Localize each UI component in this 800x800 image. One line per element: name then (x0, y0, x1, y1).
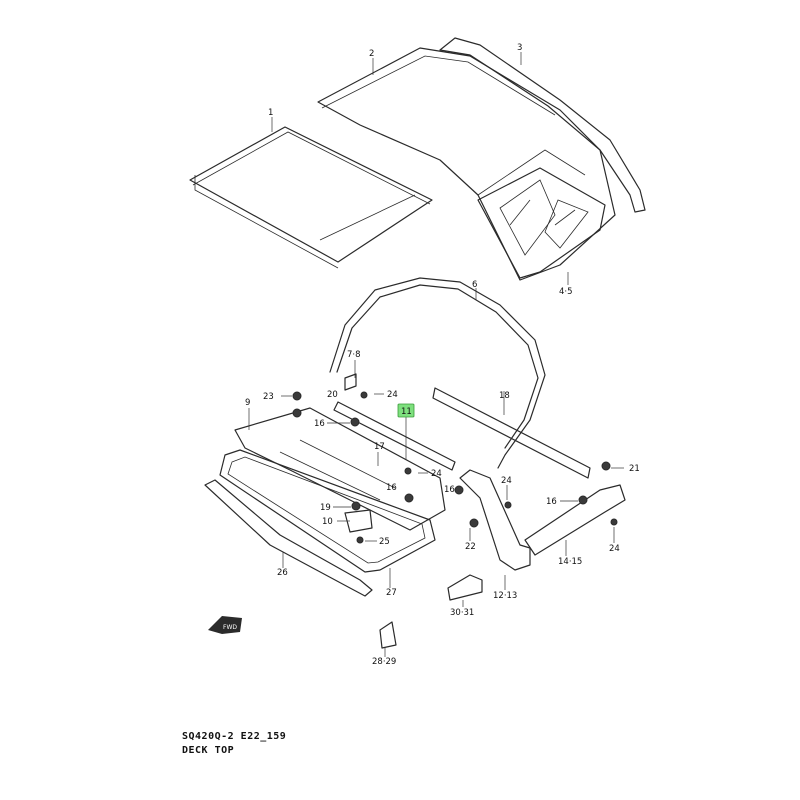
callout-3[interactable]: 3 (517, 43, 522, 53)
callout-25[interactable]: 25 (379, 537, 390, 547)
callout-12-13[interactable]: 12·13 (493, 591, 517, 601)
drip-rail (439, 37, 646, 213)
fwd-arrow-icon: FWD (208, 616, 242, 634)
callout-9[interactable]: 9 (245, 398, 250, 408)
callout-18[interactable]: 18 (499, 391, 510, 401)
rear-window (477, 167, 606, 279)
front-top-panel (189, 126, 433, 269)
callout-14-15[interactable]: 14·15 (558, 557, 582, 567)
rear-weatherstrip (432, 387, 591, 479)
callout-23[interactable]: 23 (263, 392, 274, 402)
callout-19[interactable]: 19 (320, 503, 331, 513)
callout-17[interactable]: 17 (374, 442, 385, 452)
diagram-title: DECK TOP (182, 745, 235, 756)
front-weatherstrip (204, 479, 373, 597)
callout-11[interactable]: 11 (401, 407, 412, 417)
windshield-seal-frame (219, 449, 436, 573)
callout-labels: 1 2 3 4·5 6 7·8 9 10 11 12·13 14·15 16 1… (245, 43, 640, 667)
diagram-code: SQ420Q-2 E22_159 (182, 731, 287, 742)
callout-22[interactable]: 22 (465, 542, 476, 552)
callout-24-d[interactable]: 24 (609, 544, 620, 554)
callout-1[interactable]: 1 (268, 108, 273, 118)
side-rail (459, 469, 531, 571)
callout-2[interactable]: 2 (369, 49, 374, 59)
callout-6[interactable]: 6 (472, 280, 477, 290)
leader-lines (248, 52, 624, 657)
callout-26[interactable]: 26 (277, 568, 288, 578)
callout-24-b[interactable]: 24 (431, 469, 442, 479)
callout-10[interactable]: 10 (322, 517, 333, 527)
callout-11-highlight[interactable] (397, 403, 415, 418)
front-header-rail (234, 407, 446, 531)
callout-21[interactable]: 21 (629, 464, 640, 474)
callout-30-31[interactable]: 30·31 (450, 608, 474, 618)
callout-27[interactable]: 27 (386, 588, 397, 598)
roll-bar-frame (329, 277, 546, 469)
callout-16-a[interactable]: 16 (314, 419, 325, 429)
fasteners (292, 373, 618, 649)
callout-24-a[interactable]: 24 (387, 390, 398, 400)
callout-16-c[interactable]: 16 (444, 485, 455, 495)
seal-strip (333, 401, 456, 471)
soft-top-cover (317, 47, 616, 281)
side-retainer (524, 484, 626, 556)
callout-4-5[interactable]: 4·5 (559, 287, 573, 297)
callout-7-8[interactable]: 7·8 (347, 350, 361, 360)
callout-16-d[interactable]: 16 (546, 497, 557, 507)
callout-24-c[interactable]: 24 (501, 476, 512, 486)
callout-20[interactable]: 20 (327, 390, 338, 400)
svg-text:FWD: FWD (223, 624, 237, 631)
callout-28-29[interactable]: 28·29 (372, 657, 396, 667)
callout-16-b[interactable]: 16 (386, 483, 397, 493)
